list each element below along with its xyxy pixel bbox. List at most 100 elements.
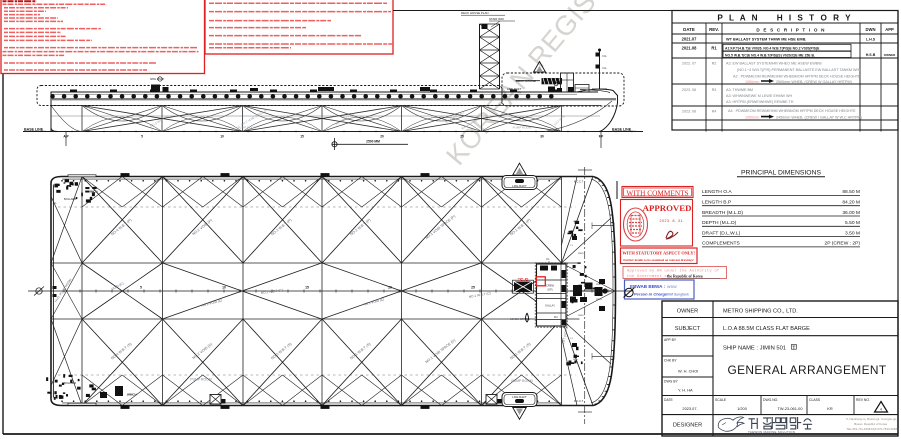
- svg-text:WINCH: WINCH: [127, 393, 136, 397]
- svg-text:NO.5 W.B.T(C)E NO.4 W.B.T(P/S): NO.5 W.B.T(C)E NO.4 W.B.T(P/S)(S) V020(C…: [725, 53, 815, 57]
- svg-text:TEL.051-711-1608 FAX.070-7543-: TEL.051-711-1608 FAX.070-7543-3048: [846, 427, 897, 431]
- svg-text:KR: KR: [827, 406, 833, 411]
- svg-text:LENGTH O.A: LENGTH O.A: [702, 189, 732, 195]
- svg-text:DESIGNER: DESIGNER: [673, 423, 702, 429]
- svg-text:F.P.T (VOID): F.P.T (VOID): [562, 327, 569, 344]
- svg-text:DEPTH (M.L.D): DEPTH (M.L.D): [702, 220, 737, 226]
- svg-text:TAEWON MARINE SOLUTION: TAEWON MARINE SOLUTION: [748, 430, 795, 434]
- svg-text:DWG BY: DWG BY: [664, 380, 678, 384]
- svg-text:L.H.S: L.H.S: [866, 37, 876, 41]
- svg-text:36.00 M: 36.00 M: [842, 210, 860, 216]
- svg-text:V.L: V.L: [546, 257, 550, 261]
- svg-text:PUMP ROOM: PUMP ROOM: [238, 126, 257, 130]
- svg-text:LIFE RAFT: LIFE RAFT: [512, 184, 527, 188]
- svg-text:A4 : PDWMEOM REWMEIHM WHEBMOM: A4 : PDWMEOM REWMEIHM WHEBMOM HRTPM DECK…: [728, 109, 856, 113]
- svg-text:BASE LINE: BASE LINE: [24, 127, 44, 131]
- svg-text:NO.2 VOID (C): NO.2 VOID (C): [201, 298, 223, 307]
- svg-text:2023. 07: 2023. 07: [682, 62, 696, 66]
- svg-text:WT BALLAST SYSTEM THMW ME: WT BALLAST SYSTEM THMW ME HSE EMB.: [726, 37, 806, 41]
- svg-text:1950mm: 1950mm: [745, 80, 759, 84]
- svg-text:10: 10: [220, 135, 224, 139]
- svg-text:H.S.B: H.S.B: [866, 53, 876, 57]
- svg-text:SCALE: SCALE: [715, 398, 727, 402]
- svg-text:Further details to be examined: Further details to be examined on releva…: [623, 258, 694, 262]
- svg-text:: KIM Sungtaek: : KIM Sungtaek: [665, 293, 689, 297]
- svg-text:GENERAL ARRANGEMENT: GENERAL ARRANGEMENT: [727, 363, 886, 377]
- svg-text:5.50 M: 5.50 M: [845, 220, 860, 226]
- svg-text:25: 25: [460, 135, 464, 139]
- svg-text:P L A N H I S T O R Y: P L A N H I S T O R Y: [717, 13, 852, 22]
- svg-text:PRINCIPAL DIMENSIONS: PRINCIPAL DIMENSIONS: [741, 170, 822, 177]
- svg-text:WIND.: WIND.: [596, 299, 603, 301]
- svg-text:A3: THWME BM: A3: THWME BM: [726, 88, 753, 92]
- svg-text:BOLLARD: BOLLARD: [64, 197, 76, 201]
- svg-text:SPRL WNCH: SPRL WNCH: [150, 78, 165, 81]
- svg-text:1950mm: 1950mm: [745, 116, 759, 120]
- svg-text:V.L: V.L: [570, 245, 574, 247]
- svg-text:DRAFT (D.L.W.L): DRAFT (D.L.W.L): [702, 230, 741, 236]
- svg-text:the Government of: the Government of: [627, 274, 670, 279]
- svg-text:(OP): (OP): [547, 289, 552, 292]
- svg-text:WSW: WSW: [667, 285, 677, 289]
- svg-text:Person in Charge: Person in Charge: [634, 292, 668, 297]
- svg-text:K.C C.T: K.C C.T: [574, 180, 584, 184]
- svg-text:DWN: DWN: [865, 27, 875, 32]
- svg-text:L.O.A 88.5M CLASS FLAT BARGE: L.O.A 88.5M CLASS FLAT BARGE: [723, 326, 810, 332]
- svg-text:4: 4: [880, 408, 882, 412]
- svg-text:R3: R3: [712, 88, 717, 92]
- svg-text:WITH STATUTORY ASPECT ONLY!: WITH STATUTORY ASPECT ONLY!: [622, 250, 695, 255]
- svg-text:2023.07.: 2023.07.: [682, 406, 697, 411]
- svg-text:BOLLARD: BOLLARD: [64, 381, 76, 385]
- svg-text:APP: APP: [885, 27, 894, 32]
- svg-text:PUMP ROOM: PUMP ROOM: [190, 378, 211, 382]
- svg-text:WINCH: WINCH: [88, 190, 97, 194]
- svg-text:D E S C R I P T I O N: D E S C R I P T I O N: [756, 27, 825, 32]
- svg-text:3.50 M: 3.50 M: [845, 230, 860, 236]
- svg-text:CLASS: CLASS: [809, 398, 821, 402]
- svg-text:PUMP ROOM: PUMP ROOM: [513, 126, 532, 130]
- svg-text:30: 30: [540, 135, 544, 139]
- svg-text:LIFE RAFT: LIFE RAFT: [507, 87, 522, 91]
- svg-text:N.L: N.L: [603, 54, 608, 58]
- svg-text:METRO SHIPPING CO., LTD.: METRO SHIPPING CO., LTD.: [723, 308, 798, 314]
- svg-text:2500mm WHEB. (CREW W GALLAY: 2500mm WHEB. (CREW W GALLAY HRTPM): [776, 80, 852, 84]
- svg-text:REV NO.: REV NO.: [856, 398, 870, 402]
- svg-text:LENGTH B.P: LENGTH B.P: [702, 200, 731, 206]
- svg-text:K.C C.T: K.C C.T: [574, 399, 584, 403]
- svg-text:COMPLEMENTS: COMPLEMENTS: [702, 241, 741, 247]
- svg-text:WITH COMMENTS: WITH COMMENTS: [626, 189, 688, 198]
- svg-text:A3: WHWNWEWE M LEWE EHMW WH: A3: WHWNWEWE M LEWE EHMW WH: [726, 94, 793, 98]
- svg-text:20: 20: [380, 135, 384, 139]
- svg-text:APP BY: APP BY: [664, 338, 677, 342]
- svg-text:Busan, Republic of Korea: Busan, Republic of Korea: [854, 422, 887, 426]
- svg-text:LIFE RAFT: LIFE RAFT: [512, 395, 527, 399]
- svg-text:A3: EW BALLAST SYSTEMHM WHEO M: A3: EW BALLAST SYSTEMHM WHEO ME HSEW EWB…: [726, 62, 822, 66]
- svg-text:5: 5: [140, 286, 142, 290]
- svg-text:2021.08: 2021.08: [682, 46, 698, 51]
- svg-text:A1:F.P.T(4.B.T)E V0026. NO.4 W: A1:F.P.T(4.B.T)E V0026. NO.4 W.B.T(P/S)E…: [725, 47, 820, 51]
- svg-text:DATE: DATE: [683, 27, 695, 32]
- svg-text:84.20 M: 84.20 M: [842, 200, 860, 206]
- svg-text:25: 25: [471, 286, 475, 290]
- svg-text:R2: R2: [712, 62, 717, 66]
- svg-text:Y. H. HA: Y. H. HA: [678, 388, 693, 393]
- svg-text:F.P: F.P: [599, 135, 604, 139]
- svg-text:OWNER: OWNER: [677, 308, 698, 314]
- svg-text:Approved by KR under the Autho: Approved by KR under the Authority of: [627, 269, 720, 274]
- svg-text:APPROVED: APPROVED: [643, 203, 692, 213]
- svg-text:88.50 M: 88.50 M: [842, 189, 860, 195]
- svg-text:5, Namhang-ro, Bosan-gil, Yeon: 5, Namhang-ro, Bosan-gil, Yeongdo-gu,: [846, 417, 897, 421]
- svg-text:2500 MM: 2500 MM: [366, 139, 380, 143]
- svg-text:DATE: DATE: [664, 398, 674, 402]
- svg-text:OWNER: OWNER: [884, 53, 896, 57]
- svg-text:W.C: W.C: [554, 317, 559, 319]
- svg-text:BASE LINE: BASE LINE: [612, 127, 632, 131]
- svg-text:15: 15: [300, 135, 304, 139]
- svg-text:2450mm WHEB. (CREW / GALLAY: 2450mm WHEB. (CREW / GALLAY W W.C HRTPM): [776, 116, 862, 120]
- svg-text:NO.1 W.B.T (C): NO.1 W.B.T (C): [469, 291, 492, 299]
- svg-text:WIND.: WIND.: [596, 284, 603, 286]
- svg-text:NO.1 VOID (C): NO.1 VOID (C): [363, 297, 385, 306]
- svg-text:WIND.: WIND.: [578, 315, 585, 317]
- svg-text:A3: HRTPM (ERWE/WHWE) EEWBE TH: A3: HRTPM (ERWE/WHWE) EEWBE TH: [726, 100, 794, 104]
- svg-text:R4: R4: [712, 110, 717, 114]
